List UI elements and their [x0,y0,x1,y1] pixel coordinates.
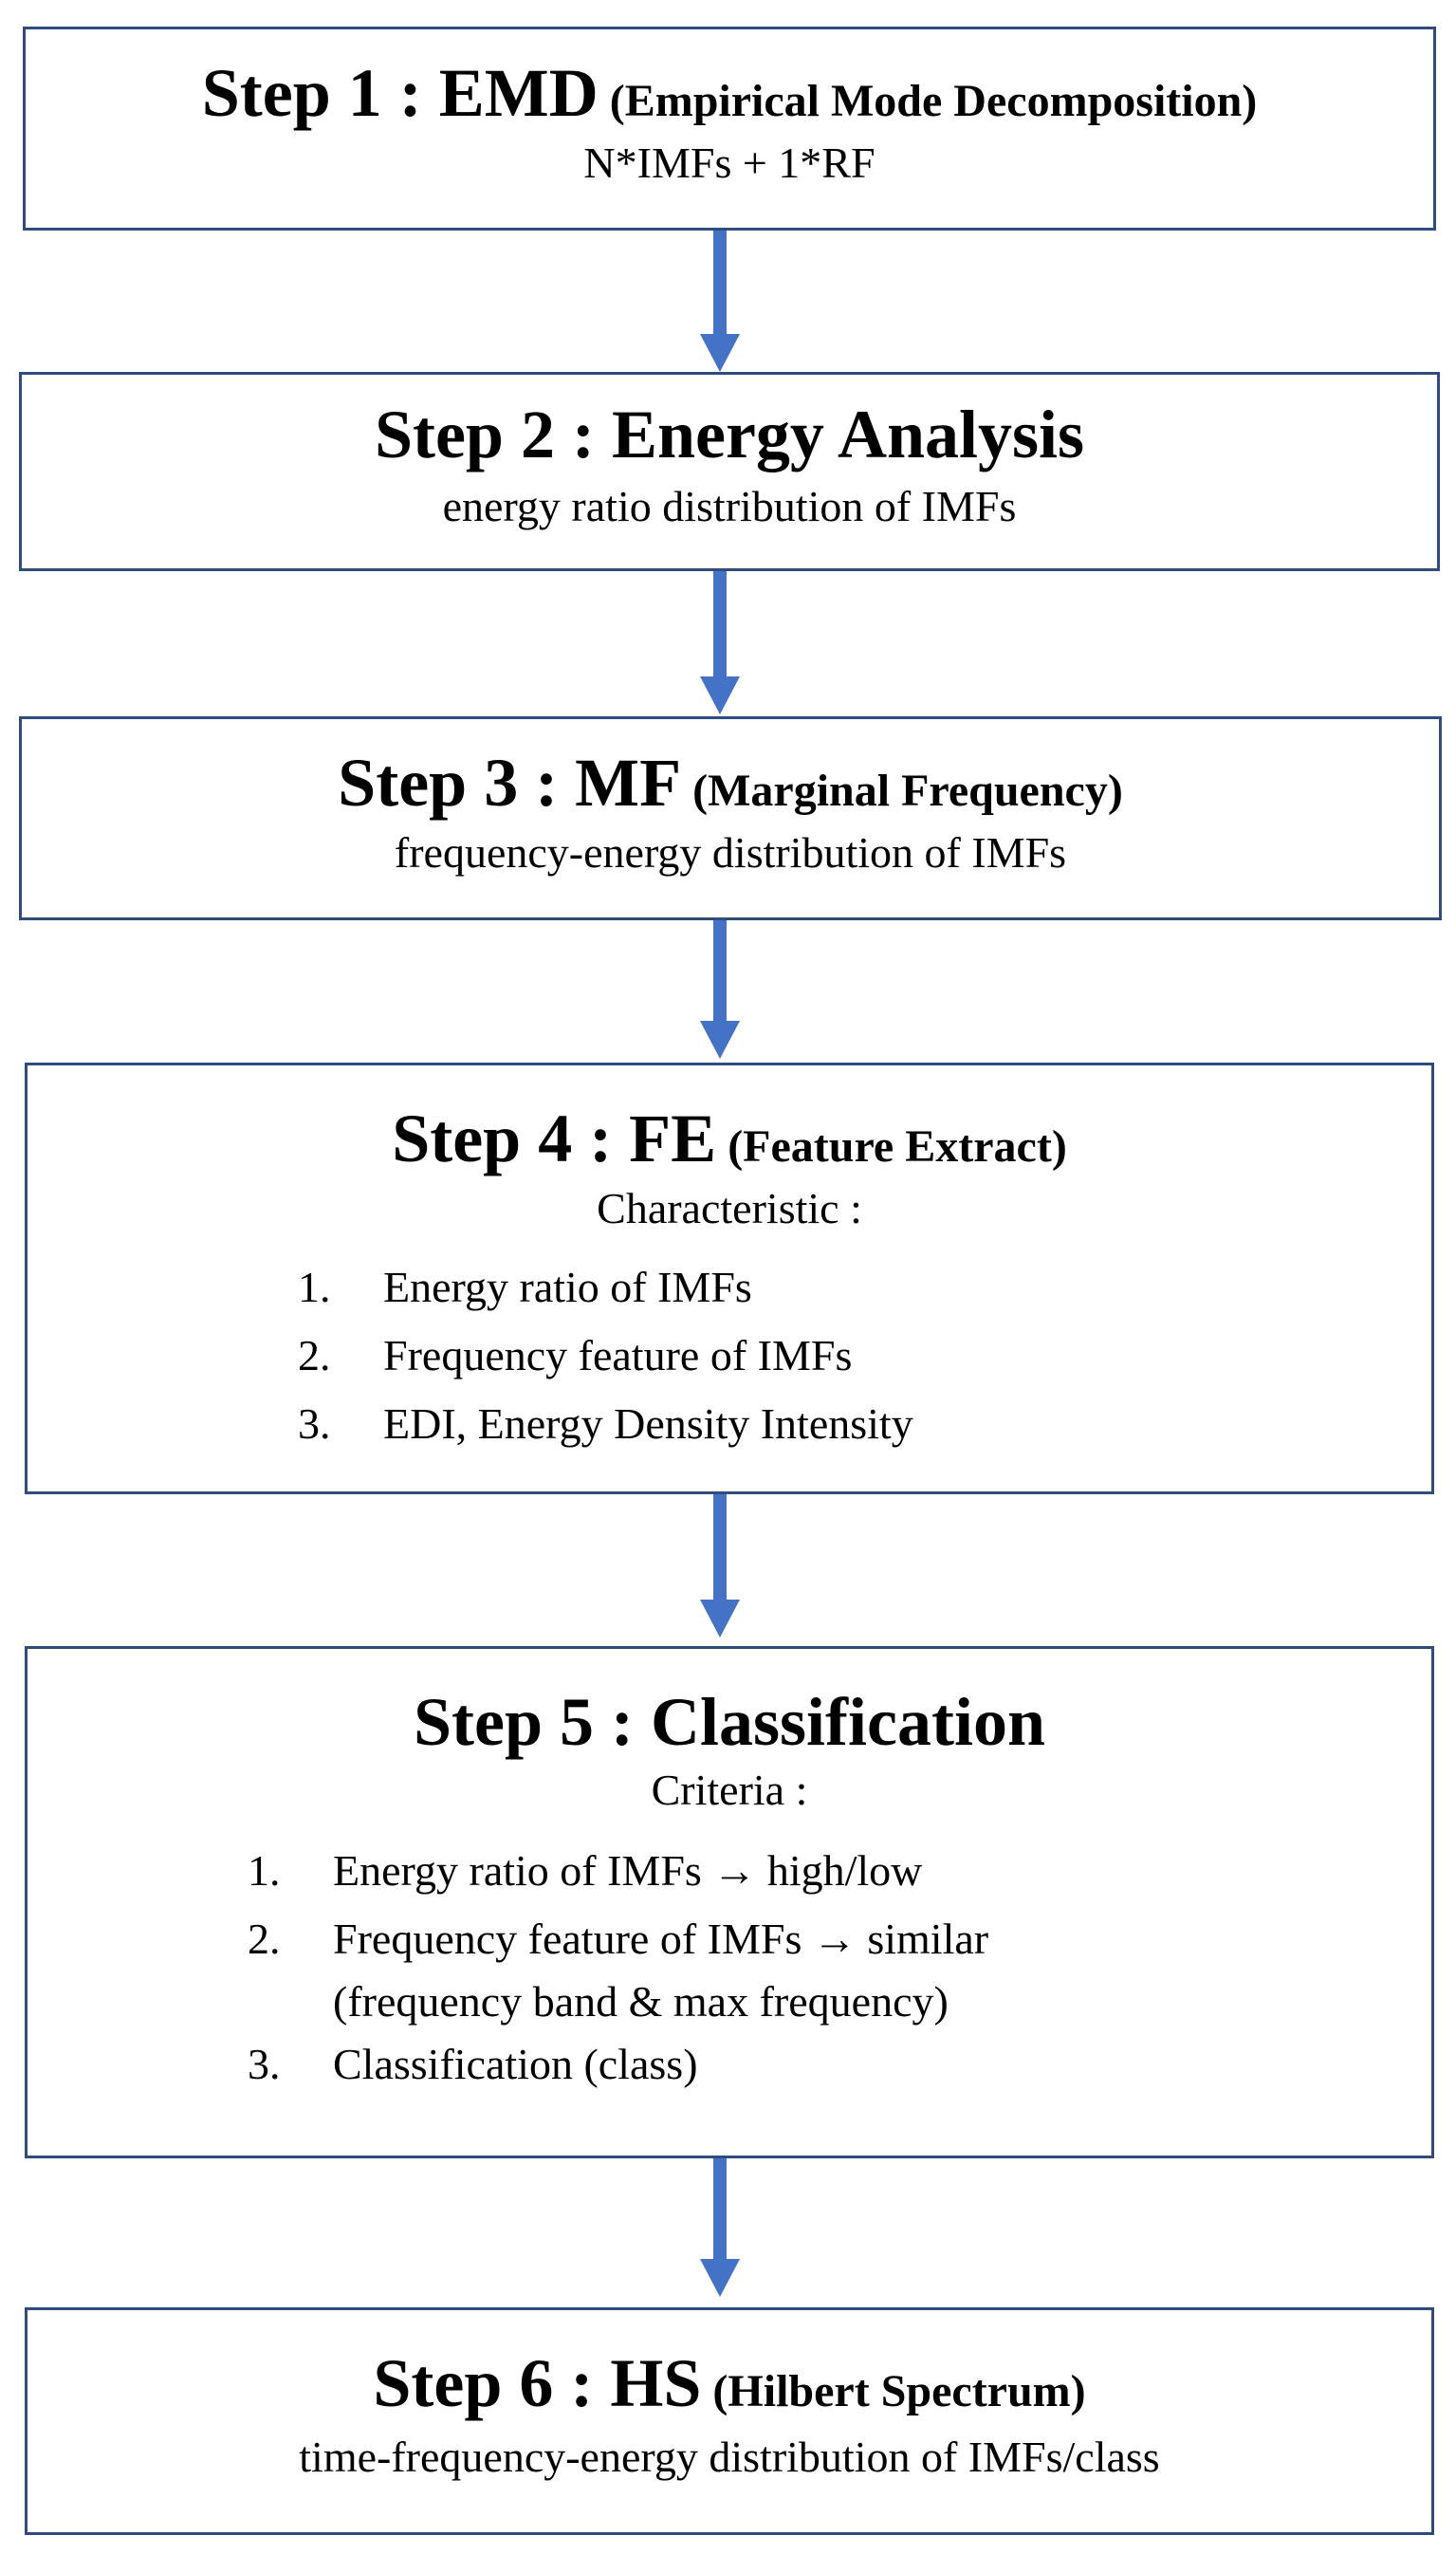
step-3-subtitle: (Marginal Frequency) [692,766,1123,816]
list-item-text-group: Frequency feature of IMFs → similar (fre… [333,1905,988,2030]
list-item-number: 2. [298,1331,331,1379]
arrow-5-shaft [713,2158,727,2263]
step-4-box: Step 4 : FE(Feature Extract) Characteris… [25,1063,1434,1494]
step-4-title: Step 4 : FE [392,1101,717,1176]
arrow-2-head-icon [700,676,740,714]
list-item-number: 1. [298,1263,331,1311]
arrow-2-shaft [713,571,727,680]
step-6-description: time-frequency-energy distribution of IM… [299,2433,1160,2482]
list-item-number: 3. [298,1399,331,1448]
step-3-title: Step 3 : MF [338,745,682,821]
list-item-number: 2. [248,1915,281,1963]
list-item-text: Classification (class) [333,2040,698,2088]
list-item-number: 1. [248,1846,281,1895]
step-5-box: Step 5 : Classification Criteria : 1. En… [25,1646,1434,2158]
step-1-description: N*IMFs + 1*RF [583,139,875,188]
list-item: 3. EDI, Energy Density Intensity [298,1390,913,1458]
list-item-text: Frequency feature of IMFs → similar [333,1915,989,1963]
arrow-4-shaft [713,1494,727,1603]
list-item-text: EDI, Energy Density Intensity [383,1399,913,1448]
step-6-subtitle: (Hilbert Spectrum) [712,2366,1086,2416]
step-1-title: Step 1 : EMD [201,55,599,131]
list-item-text: Frequency feature of IMFs [383,1331,853,1379]
step-1-title-line: Step 1 : EMD(Empirical Mode Decompositio… [26,55,1433,131]
list-item-text: Energy ratio of IMFs → high/low [333,1846,923,1895]
step-5-list-heading: Criteria : [651,1766,808,1815]
step-3-box: Step 3 : MF(Marginal Frequency) frequenc… [19,716,1442,920]
step-1-box: Step 1 : EMD(Empirical Mode Decompositio… [23,27,1436,231]
step-6-title: Step 6 : HS [373,2345,702,2421]
step-3-description: frequency-energy distribution of IMFs [394,828,1067,878]
list-item: 1. Energy ratio of IMFs [298,1253,913,1322]
arrow-3-head-icon [700,1021,740,1059]
step-2-title: Step 2 : Energy Analysis [374,397,1085,472]
step-5-title: Step 5 : Classification [414,1684,1045,1760]
arrow-1-head-icon [700,334,740,372]
step-6-box: Step 6 : HS(Hilbert Spectrum) time-frequ… [25,2307,1434,2535]
list-item: 2. Frequency feature of IMFs [298,1322,913,1390]
step-2-title-line: Step 2 : Energy Analysis [22,397,1437,472]
list-item: 1. Energy ratio of IMFs → high/low [248,1837,988,1905]
step-3-title-line: Step 3 : MF(Marginal Frequency) [22,745,1439,821]
list-item-text: Energy ratio of IMFs [383,1263,752,1311]
step-4-list-heading: Characteristic : [597,1184,862,1233]
step-5-title-line: Step 5 : Classification [28,1684,1431,1760]
step-2-description: energy ratio distribution of IMFs [442,482,1017,531]
step-5-list: 1. Energy ratio of IMFs → high/low 2. Fr… [248,1837,988,2099]
list-item-subtext: (frequency band & max frequency) [333,1977,949,2026]
step-4-subtitle: (Feature Extract) [728,1121,1067,1172]
arrow-5-head-icon [700,2259,740,2297]
arrow-4-head-icon [700,1600,740,1638]
step-6-title-line: Step 6 : HS(Hilbert Spectrum) [28,2345,1431,2421]
list-item: 3. Classification (class) [248,2030,988,2099]
step-2-box: Step 2 : Energy Analysis energy ratio di… [19,372,1440,571]
list-item: 2. Frequency feature of IMFs → similar (… [248,1905,988,2030]
step-4-list: 1. Energy ratio of IMFs 2. Frequency fea… [298,1253,913,1458]
list-item-number: 3. [248,2040,281,2088]
arrow-3-shaft [713,920,727,1025]
step-4-title-line: Step 4 : FE(Feature Extract) [28,1101,1431,1176]
step-1-subtitle: (Empirical Mode Decomposition) [609,76,1258,126]
arrow-1-shaft [713,231,727,337]
